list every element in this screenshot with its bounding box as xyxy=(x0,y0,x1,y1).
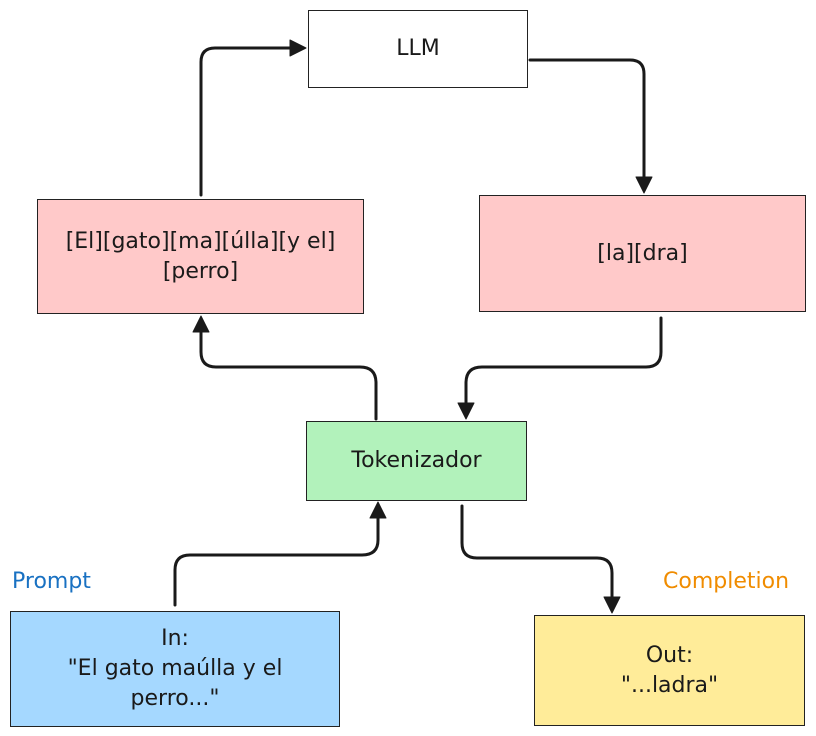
input-line-1: In: xyxy=(161,626,189,651)
edge-llm-to-output-tokens xyxy=(528,58,646,180)
edge-tokenizer-to-output xyxy=(460,504,614,599)
input-line-2: "El gato maúlla y el xyxy=(67,656,283,681)
arrowhead-tokenizer-bottom xyxy=(369,501,387,519)
arrowhead-input-tokens-bottom xyxy=(192,315,210,333)
input-node: In: "El gato maúlla y el perro..." xyxy=(10,611,340,727)
arrowhead-output-tokens-top xyxy=(635,176,653,194)
edge-tokenizer-to-input-tokens xyxy=(199,330,378,421)
output-line-2: "...ladra" xyxy=(620,672,719,698)
completion-label: Completion xyxy=(663,569,790,594)
llm-node: LLM xyxy=(308,10,528,88)
input-line-3: perro..." xyxy=(130,686,220,711)
edge-input-to-tokenizer xyxy=(173,516,380,607)
tokenizer-label: Tokenizador xyxy=(351,448,482,473)
arrowhead-output-top xyxy=(603,596,621,614)
input-tokens-line-2: [perro] xyxy=(162,258,239,284)
edge-output-tokens-to-tokenizer xyxy=(464,316,663,405)
arrowhead-tokenizer-top xyxy=(457,402,475,420)
arrowhead-llm-left xyxy=(289,39,307,57)
output-line-1: Out: xyxy=(645,642,694,668)
input-tokens-line-1: [El][gato][ma][úlla][y el] xyxy=(65,228,336,254)
output-tokens-node: [la][dra] xyxy=(479,195,806,312)
edge-input-tokens-to-llm xyxy=(199,46,294,197)
output-tokens-label: [la][dra] xyxy=(597,240,688,266)
input-tokens-node: [El][gato][ma][úlla][y el] [perro] xyxy=(37,199,364,314)
prompt-label: Prompt xyxy=(12,569,91,594)
tokenizer-node: Tokenizador xyxy=(306,421,527,501)
llm-label: LLM xyxy=(396,36,440,61)
output-node: Out: "...ladra" xyxy=(534,615,805,726)
